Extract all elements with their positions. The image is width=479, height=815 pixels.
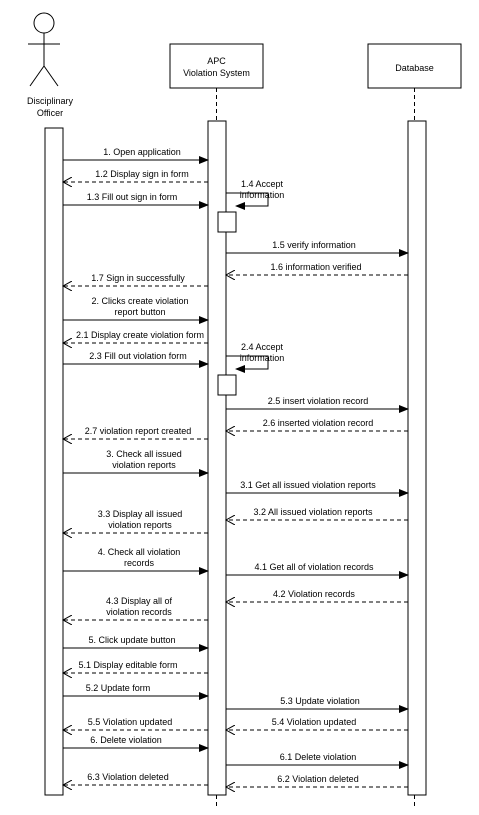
message-label: 6. Delete violation bbox=[90, 735, 162, 745]
message-label: 1.2 Display sign in form bbox=[95, 169, 189, 179]
message-label: report button bbox=[114, 307, 165, 317]
message-14: 2.7 violation report created bbox=[63, 426, 208, 439]
message-label: 6.1 Delete violation bbox=[280, 752, 357, 762]
message-label: 1.4 Accept bbox=[241, 179, 284, 189]
message-label: violation reports bbox=[112, 460, 176, 470]
message-label: information bbox=[240, 353, 285, 363]
message-label: 3. Check all issued bbox=[106, 449, 182, 459]
message-27: 5.4 Violation updated bbox=[226, 717, 408, 730]
message-label: 1. Open application bbox=[103, 147, 181, 157]
message-label: 1.7 Sign in successfully bbox=[91, 273, 185, 283]
database-label: Database bbox=[395, 63, 434, 73]
message-label: 2.6 inserted violation record bbox=[263, 418, 374, 428]
message-25: 5.2 Update form bbox=[63, 683, 209, 700]
self-call-arrow bbox=[226, 355, 269, 373]
message-28: 5.5 Violation updated bbox=[63, 717, 208, 730]
message-label: 6.2 Violation deleted bbox=[277, 774, 358, 784]
message-label: 3.3 Display all issued bbox=[98, 509, 183, 519]
message-label: 4. Check all violation bbox=[98, 547, 181, 557]
message-21: 4.2 Violation records bbox=[226, 589, 408, 602]
message-32: 6.3 Violation deleted bbox=[63, 772, 208, 785]
message-26: 5.3 Update violation bbox=[226, 696, 409, 713]
message-label: 4.3 Display all of bbox=[106, 596, 173, 606]
message-label: 4.1 Get all of violation records bbox=[254, 562, 374, 572]
message-6: 1.6 information verified bbox=[226, 262, 408, 275]
self-call-arrow bbox=[226, 192, 269, 210]
message-label: 2.5 insert violation record bbox=[268, 396, 369, 406]
message-1: 1. Open application bbox=[63, 147, 209, 164]
message-label: 2.4 Accept bbox=[241, 342, 284, 352]
message-5: 1.5 verify information bbox=[226, 240, 409, 257]
message-label: 2.3 Fill out violation form bbox=[89, 351, 187, 361]
message-label: 5.2 Update form bbox=[86, 683, 151, 693]
message-10: 2.3 Fill out violation form bbox=[63, 351, 209, 368]
message-label: records bbox=[124, 558, 155, 568]
message-label: 5.1 Display editable form bbox=[78, 660, 177, 670]
self-call-activation-1-4 bbox=[217, 211, 237, 233]
message-label: violation reports bbox=[108, 520, 172, 530]
message-label: 5.5 Violation updated bbox=[88, 717, 172, 727]
actor-activation-bar bbox=[44, 127, 64, 796]
database-activation-bar bbox=[407, 120, 427, 796]
message-13: 2.6 inserted violation record bbox=[226, 418, 408, 431]
message-17: 3.2 All issued violation reports bbox=[226, 507, 408, 520]
message-label: 1.3 Fill out sign in form bbox=[87, 192, 178, 202]
message-label: 2.1 Display create violation form bbox=[76, 330, 204, 340]
message-label: violation records bbox=[106, 607, 172, 617]
message-label: 5.3 Update violation bbox=[280, 696, 360, 706]
actor-label-line-1: Disciplinary bbox=[27, 96, 74, 106]
message-23: 5. Click update button bbox=[63, 635, 209, 652]
message-label: 3.2 All issued violation reports bbox=[253, 507, 373, 517]
message-label: 1.6 information verified bbox=[270, 262, 361, 272]
participant-database: Database bbox=[367, 43, 462, 89]
messages-layer: 1. Open application 1.2 Display sign in f… bbox=[63, 147, 409, 787]
stick-figure-actor-icon bbox=[28, 12, 60, 87]
message-3: 1.3 Fill out sign in form bbox=[63, 192, 209, 209]
message-20: 4.1 Get all of violation records bbox=[226, 562, 409, 579]
actor-label-line-2: Officer bbox=[37, 108, 63, 118]
message-label: 4.2 Violation records bbox=[273, 589, 355, 599]
message-30: 6.1 Delete violation bbox=[226, 752, 409, 769]
message-16: 3.1 Get all issued violation reports bbox=[226, 480, 409, 497]
message-29: 6. Delete violation bbox=[63, 735, 209, 752]
message-label: 5. Click update button bbox=[88, 635, 175, 645]
message-31: 6.2 Violation deleted bbox=[226, 774, 408, 787]
message-label: 3.1 Get all issued violation reports bbox=[240, 480, 376, 490]
message-label: 2. Clicks create violation bbox=[91, 296, 188, 306]
message-2: 1.2 Display sign in form bbox=[63, 169, 208, 182]
message-label: 6.3 Violation deleted bbox=[87, 772, 168, 782]
message-12: 2.5 insert violation record bbox=[226, 396, 409, 413]
message-label: 2.7 violation report created bbox=[85, 426, 192, 436]
actor-disciplinary-officer: Disciplinary Officer bbox=[27, 12, 74, 118]
message-label: 1.5 verify information bbox=[272, 240, 356, 250]
message-7: 1.7 Sign in successfully bbox=[63, 273, 208, 286]
participant-apc-violation-system: APC Violation System bbox=[169, 43, 264, 89]
message-24: 5.1 Display editable form bbox=[63, 660, 208, 673]
self-call-activation-2-4 bbox=[217, 374, 237, 396]
message-label: 5.4 Violation updated bbox=[272, 717, 356, 727]
message-9: 2.1 Display create violation form bbox=[63, 330, 208, 343]
message-label: information bbox=[240, 190, 285, 200]
system-label-line-1: APC bbox=[207, 56, 226, 66]
system-activation-bar bbox=[207, 120, 227, 796]
system-label-line-2: Violation System bbox=[183, 68, 250, 78]
